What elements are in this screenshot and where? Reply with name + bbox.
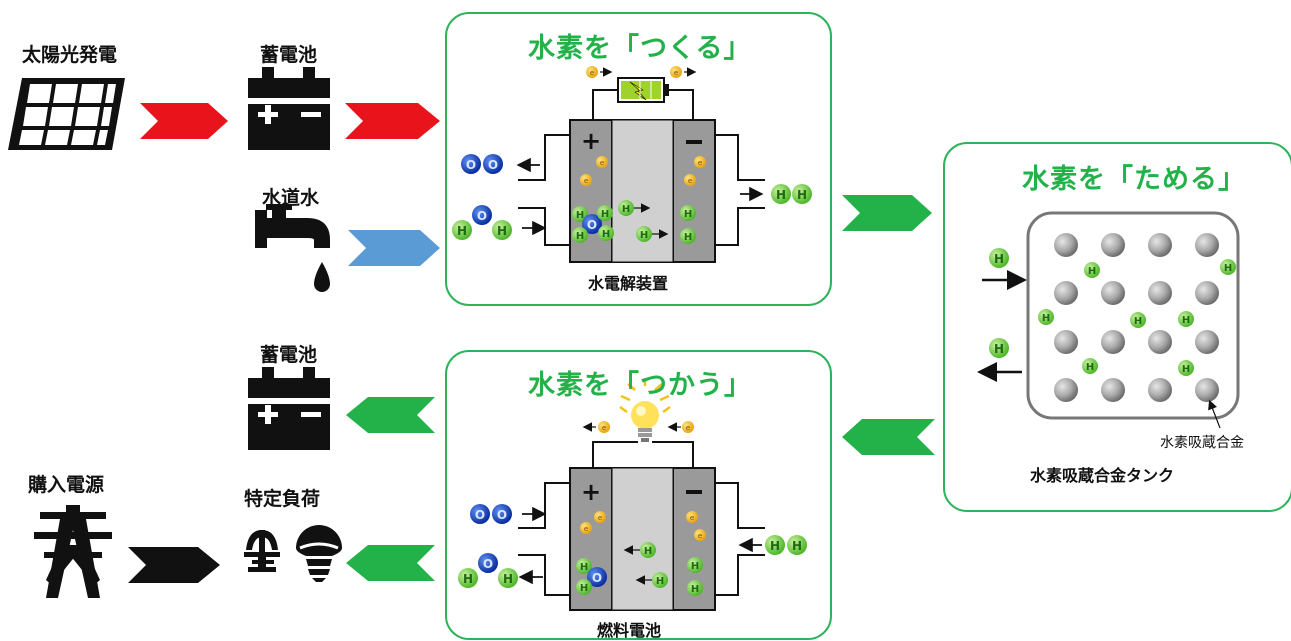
battery-top-label: 蓄電池: [260, 44, 318, 66]
storage-tank-diagram: [977, 211, 1240, 429]
specific-load-label: 特定負荷: [244, 488, 321, 510]
arrow-battery-to-electrolyzer: [345, 103, 440, 139]
electrolyzer-caption: 水電解装置: [588, 274, 669, 293]
battery-icon: [248, 67, 330, 150]
alloy-label: 水素吸蔵合金: [1160, 435, 1244, 451]
solar-panel-icon: [8, 78, 125, 150]
power-tower-icon: [34, 505, 112, 598]
produce-title: 水素を「つくる」: [528, 33, 752, 64]
fuel-cell-caption: 燃料電池: [597, 621, 662, 640]
svg-text:+: +: [581, 478, 601, 506]
arrow-fuelcell-to-battery: [346, 397, 435, 433]
fountain-icon: [244, 530, 280, 572]
tap-water-label: 水道水: [262, 187, 320, 209]
svg-text:+: +: [581, 127, 601, 155]
arrow-electrolyzer-to-tank: [842, 195, 932, 231]
arrow-grid-to-load: [128, 547, 220, 583]
tank-caption: 水素吸蔵合金タンク: [1030, 466, 1175, 485]
solar-label: 太陽光発電: [22, 44, 118, 66]
arrow-water-to-electrolyzer: [348, 230, 440, 266]
battery-bottom-label: 蓄電池: [260, 344, 318, 366]
store-title: 水素を「ためる」: [1022, 164, 1246, 195]
arrow-tank-to-fuelcell: [842, 419, 935, 455]
fuel-cell-diagram: +: [458, 378, 807, 611]
water-faucet-icon: [255, 204, 330, 292]
battery-icon-bottom: [248, 367, 330, 450]
use-title: 水素を「つかう」: [528, 370, 752, 401]
grid-power-label: 購入電源: [28, 474, 105, 496]
electrolyzer-diagram: +: [452, 66, 812, 263]
light-bulb-icon: [296, 525, 342, 582]
arrow-fuelcell-to-load: [346, 545, 435, 581]
arrow-solar-to-battery: [140, 103, 228, 139]
